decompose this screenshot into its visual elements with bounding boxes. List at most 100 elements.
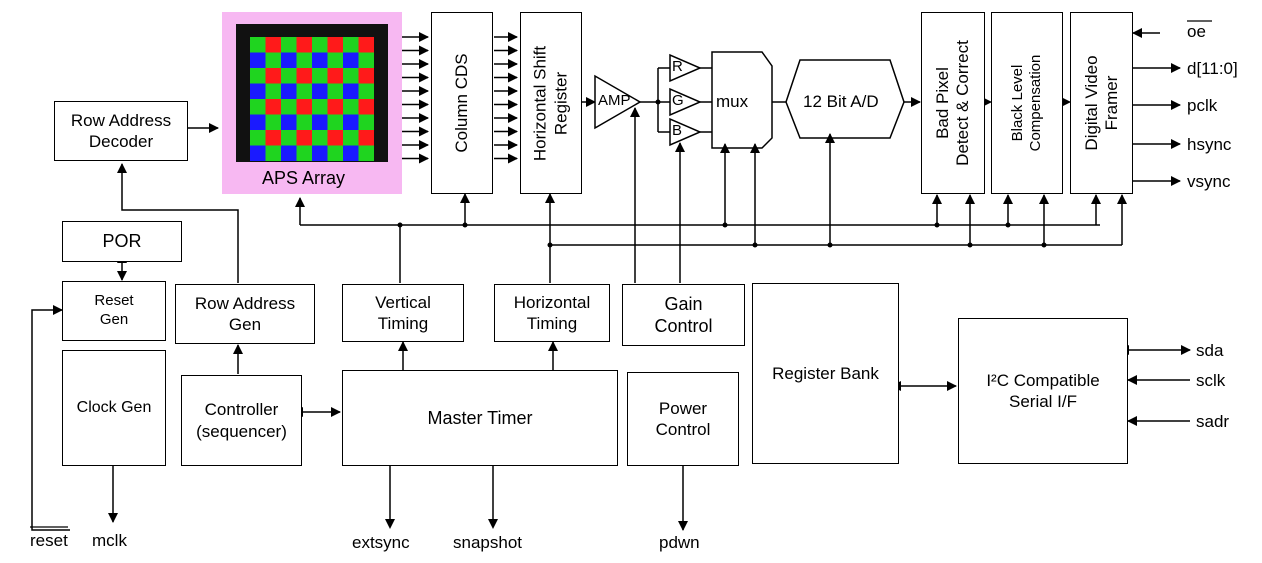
g-amp — [669, 87, 702, 117]
pixel-cell — [327, 99, 343, 115]
pixel-cell — [296, 145, 312, 161]
pixel-cell — [327, 114, 343, 130]
pixel-cell — [358, 130, 374, 146]
pixel-cell — [250, 68, 266, 84]
pdwn-signal: pdwn — [659, 533, 700, 552]
r-amp — [669, 53, 702, 83]
pixel-cell — [312, 130, 328, 146]
adc-label: 12 Bit A/D — [803, 92, 879, 111]
pixel-cell — [358, 37, 374, 53]
pixel-cell — [250, 145, 266, 161]
pixel-cell — [343, 114, 359, 130]
r-channel-label: R — [672, 58, 683, 75]
pixel-cell — [250, 83, 266, 99]
pixel-cell — [265, 114, 281, 130]
hsync-signal: hsync — [1187, 135, 1232, 154]
pixel-cell — [281, 52, 297, 68]
row-address-gen-block: Row Address Gen — [175, 284, 315, 344]
b-amp — [669, 117, 702, 147]
d-signal: d[11:0] — [1187, 59, 1238, 78]
pixel-cell — [281, 130, 297, 146]
pixel-cell — [281, 37, 297, 53]
pixel-cell — [281, 145, 297, 161]
pixel-cell — [296, 68, 312, 84]
pixel-cell — [343, 68, 359, 84]
mux-shape — [711, 51, 773, 149]
digital-video-framer-label: Digital Video Framer — [1081, 55, 1121, 151]
oe-signal: oe — [1187, 22, 1206, 41]
pixel-cell — [296, 37, 312, 53]
row-gen-to-decoder — [117, 163, 239, 283]
column-cds-label: Column CDS — [451, 53, 471, 153]
pixel-cell — [358, 83, 374, 99]
pixel-cell — [312, 99, 328, 115]
pixel-cell — [265, 130, 281, 146]
sda-signal: sda — [1196, 341, 1224, 360]
amp-triangle — [594, 74, 642, 130]
aps-column-arrows — [402, 32, 429, 164]
row-address-decoder-block: Row Address Decoder — [54, 101, 188, 161]
clock-gen-block: Clock Gen — [62, 350, 166, 466]
pixel-cell — [343, 130, 359, 146]
pixel-cell — [312, 83, 328, 99]
horizontal-timing-block: Horizontal Timing — [494, 284, 610, 342]
controller-block: Controller (sequencer) — [181, 375, 302, 466]
pixel-cell — [312, 37, 328, 53]
pixel-cell — [358, 114, 374, 130]
black-level-block: Black Level Compensation — [991, 12, 1063, 194]
pixel-cell — [265, 99, 281, 115]
pclk-signal: pclk — [1187, 96, 1218, 115]
pixel-cell — [296, 83, 312, 99]
black-level-label: Black Level Compensation — [1009, 54, 1044, 152]
pixel-cell — [343, 37, 359, 53]
horizontal-shift-register-label: Horizontal Shift Register — [530, 45, 570, 161]
pixel-cell — [250, 99, 266, 115]
pixel-cell — [281, 83, 297, 99]
pixel-cell — [327, 52, 343, 68]
por-block: POR — [62, 221, 182, 262]
power-control-block: Power Control — [627, 372, 739, 466]
pixel-cell — [343, 83, 359, 99]
pixel-cell — [312, 52, 328, 68]
pixel-cell — [265, 145, 281, 161]
aps-pixel-grid — [250, 37, 374, 161]
pixel-cell — [358, 52, 374, 68]
pixel-cell — [250, 130, 266, 146]
pixel-cell — [327, 37, 343, 53]
pixel-cell — [250, 37, 266, 53]
pixel-cell — [327, 130, 343, 146]
digital-video-framer-block: Digital Video Framer — [1070, 12, 1133, 194]
pixel-cell — [281, 114, 297, 130]
pixel-cell — [343, 145, 359, 161]
pixel-cell — [343, 52, 359, 68]
aps-array-label: APS Array — [262, 168, 346, 188]
register-bank-block: Register Bank — [752, 283, 899, 464]
i2c-block: I²C Compatible Serial I/F — [958, 318, 1128, 464]
pixel-cell — [358, 145, 374, 161]
pixel-cell — [327, 68, 343, 84]
pixel-cell — [296, 130, 312, 146]
bad-pixel-block: Bad Pixel Detect & Correct — [921, 12, 985, 194]
pixel-cell — [358, 68, 374, 84]
bad-pixel-label: Bad Pixel Detect & Correct — [932, 40, 972, 166]
pixel-cell — [265, 68, 281, 84]
pixel-cell — [358, 99, 374, 115]
pixel-cell — [327, 83, 343, 99]
pixel-cell — [296, 99, 312, 115]
pixel-cell — [265, 52, 281, 68]
pixel-cell — [343, 99, 359, 115]
snapshot-signal: snapshot — [453, 533, 522, 552]
master-timer-block: Master Timer — [342, 370, 618, 466]
mux-label: mux — [716, 92, 749, 111]
g-channel-label: G — [672, 92, 684, 109]
pixel-cell — [327, 145, 343, 161]
pixel-cell — [296, 52, 312, 68]
pixel-cell — [312, 114, 328, 130]
pixel-cell — [265, 37, 281, 53]
pixel-cell — [265, 83, 281, 99]
sclk-signal: sclk — [1196, 371, 1226, 390]
pixel-cell — [312, 145, 328, 161]
gain-control-block: Gain Control — [622, 284, 745, 346]
reset-gen-block: Reset Gen — [62, 281, 166, 341]
